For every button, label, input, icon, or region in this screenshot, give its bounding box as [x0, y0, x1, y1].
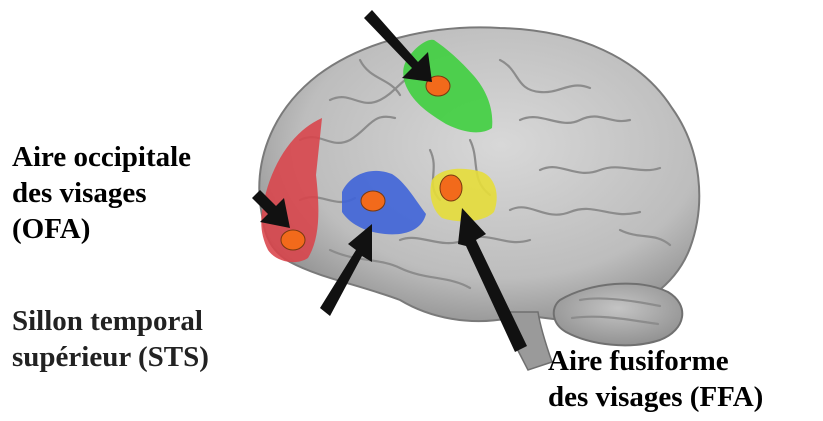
ffa-spot	[440, 175, 462, 201]
label-ffa: Aire fusiforme des visages (FFA)	[548, 343, 763, 415]
label-ffa-line-1: Aire fusiforme	[548, 343, 763, 379]
ofa-spot	[281, 230, 305, 250]
label-sts-line-2: supérieur (STS)	[12, 339, 209, 375]
label-ofa-line-2: des visages	[12, 175, 191, 211]
label-ffa-line-2: des visages (FFA)	[548, 379, 763, 415]
label-ofa: Aire occipitale des visages (OFA)	[12, 139, 191, 247]
label-ofa-line-3: (OFA)	[12, 211, 191, 247]
sts-spot	[361, 191, 385, 211]
label-sts: Sillon temporal supérieur (STS)	[12, 303, 209, 375]
label-ofa-line-1: Aire occipitale	[12, 139, 191, 175]
label-sts-line-1: Sillon temporal	[12, 303, 209, 339]
brain-cerebellum	[554, 284, 683, 346]
